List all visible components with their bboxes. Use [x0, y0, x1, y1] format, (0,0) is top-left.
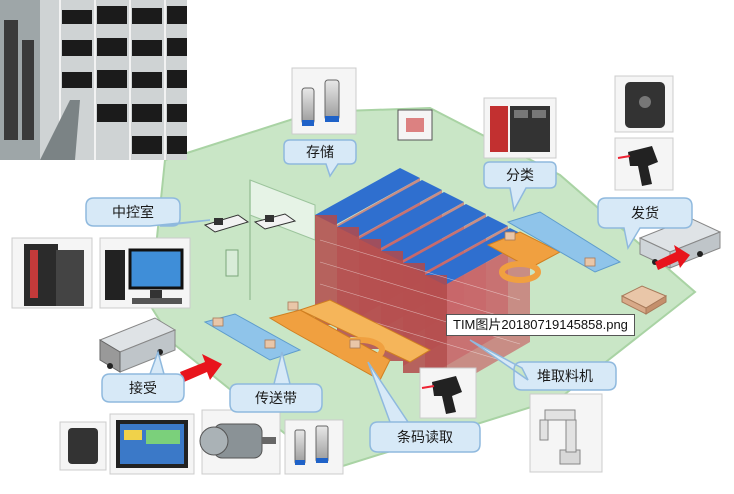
touch-panel-icon: [109, 413, 195, 475]
rfid-reader-icon: [614, 75, 674, 133]
label-shipping: 发货: [631, 205, 659, 222]
rfid-reader-small-icon: [59, 421, 107, 471]
server-rack-icon: [11, 237, 93, 309]
barcode-scanner-bottom-icon: [419, 367, 477, 419]
storage-racks: [315, 168, 530, 390]
label-stacker-crane: 堆取料机: [537, 369, 593, 385]
label-receiving: 接受: [129, 380, 157, 397]
operator-desk-icon: [203, 213, 297, 233]
barcode-scanner-icon: [614, 137, 674, 191]
callout-receiving: 接受: [101, 349, 185, 403]
boxes-icon: [620, 285, 668, 315]
receiving-truck-icon: [98, 317, 177, 373]
image-tooltip: TIM图片20180719145858.png: [446, 314, 635, 336]
label-storage: 存储: [306, 145, 334, 161]
label-conveyor: 传送带: [255, 391, 297, 407]
callout-control-room: 中控室: [85, 197, 211, 227]
label-sorting: 分类: [506, 168, 534, 184]
receiving-arrow: [180, 354, 222, 382]
label-control-room: 中控室: [112, 204, 154, 221]
callout-barcode-reading: 条码读取: [367, 361, 481, 453]
motor-icon: [199, 409, 281, 475]
callout-shipping: 发货: [597, 197, 693, 251]
robot-arm-icon: [529, 393, 603, 473]
desktop-computer-icon: [99, 237, 191, 309]
proximity-sensor-bottom-icon: [284, 419, 344, 475]
callout-stacker-crane: 堆取料机: [469, 339, 617, 391]
proximity-sensor-icon: [291, 67, 357, 135]
control-cabinet-icon: [483, 97, 557, 159]
door: [225, 249, 239, 277]
callout-sorting: 分类: [483, 161, 557, 213]
callout-storage: 存储: [283, 139, 357, 178]
warehouse-photo: [0, 0, 187, 160]
conveyor-system: [203, 211, 622, 381]
callout-conveyor: 传送带: [229, 351, 323, 413]
label-barcode-reading: 条码读取: [397, 429, 453, 446]
shipping-arrow: [655, 245, 690, 270]
